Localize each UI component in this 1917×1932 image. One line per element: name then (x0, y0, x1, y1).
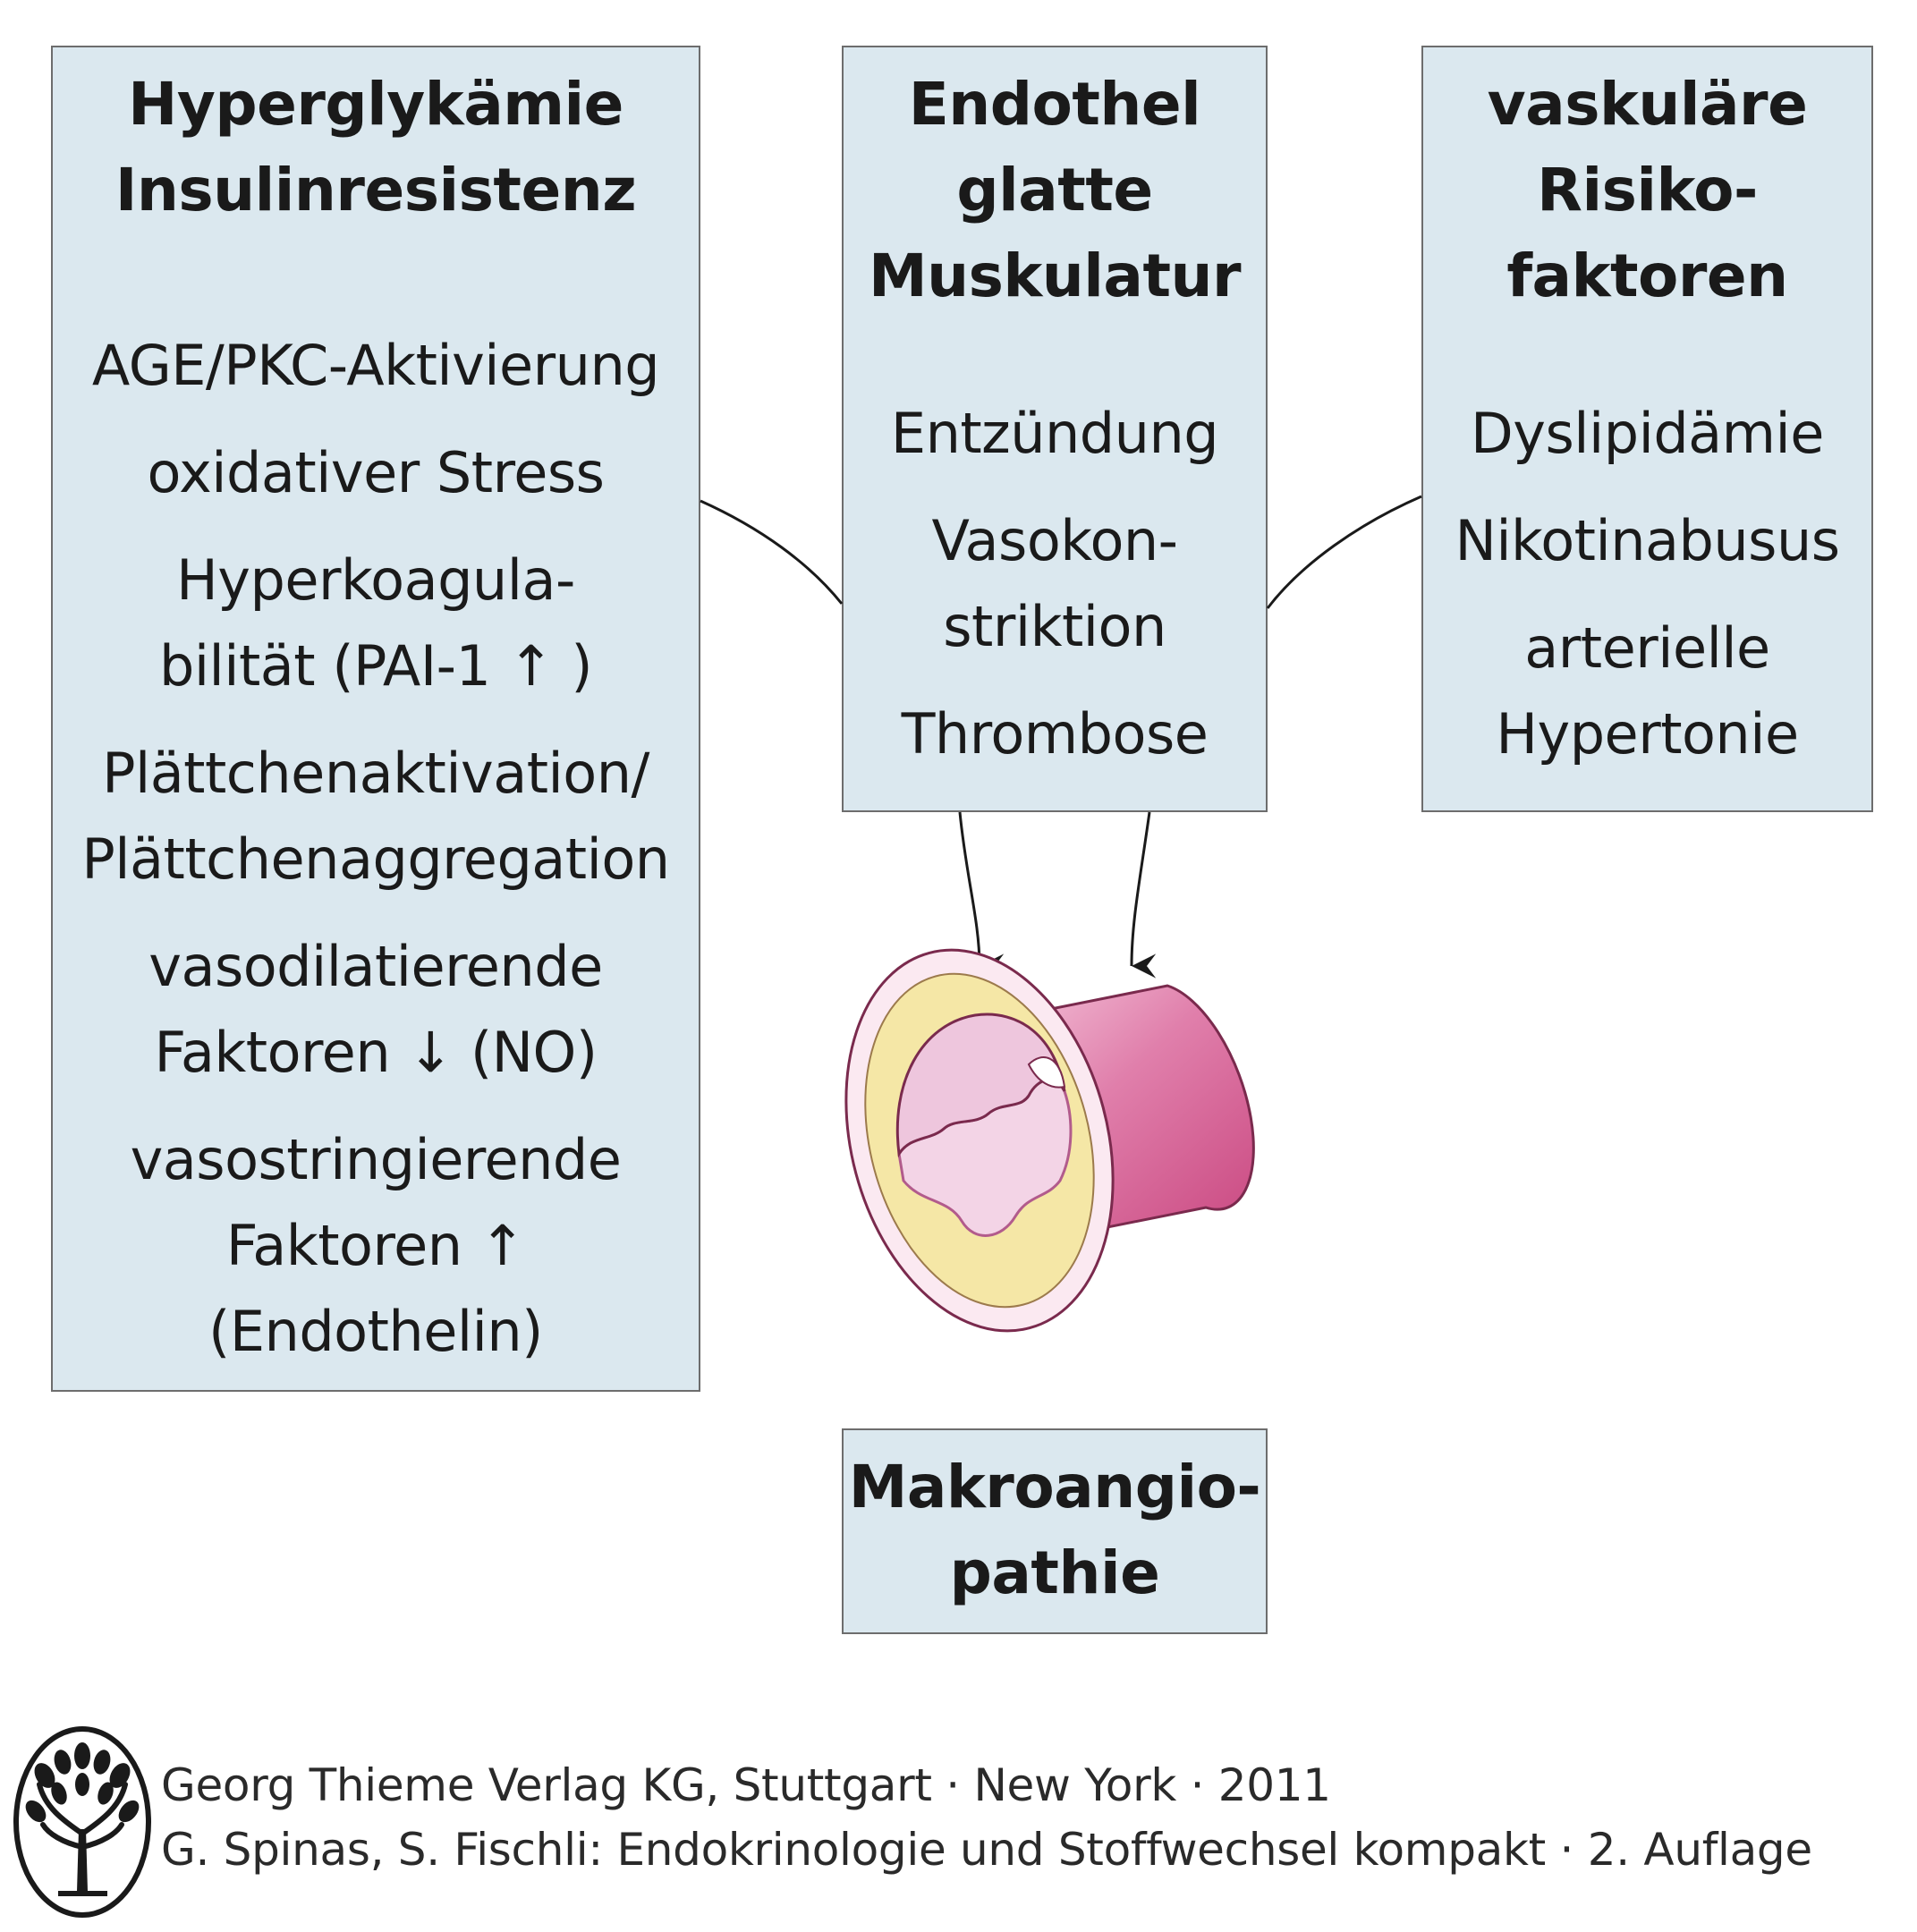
item-hypertension: arterielle Hypertonie (1423, 606, 1871, 777)
item-dyslipidemia: Dyslipidämie (1423, 391, 1871, 477)
item-inflammation: Entzündung (844, 391, 1266, 477)
title-line: Hyperglykämie (128, 70, 623, 139)
title-line: vaskuläre (1487, 70, 1808, 139)
box-middle-items: Entzündung Vasokon- striktion Thrombose (844, 391, 1266, 777)
item-thrombosis: Thrombose (844, 691, 1266, 777)
item-line: vasodilatierende (148, 934, 603, 999)
item-line: arterielle (1524, 615, 1770, 681)
item-line: Hypertonie (1496, 701, 1799, 767)
item-line: striktion (943, 594, 1166, 659)
item-line: AGE/PKC-Aktivierung (91, 333, 660, 398)
item-line: Nikotinabusus (1455, 508, 1840, 573)
artery-cross-section-icon (844, 948, 1255, 1333)
item-age-pkc: AGE/PKC-Aktivierung (53, 323, 699, 409)
item-line: oxidativer Stress (147, 440, 605, 505)
box-middle-title: Endothel glatte Muskulatur (844, 62, 1266, 319)
item-line: bilität (PAI-1 ↑ ) (158, 633, 593, 699)
box-macroangiopathy: Makroangio- pathie (842, 1428, 1268, 1634)
title-line: Insulinresistenz (115, 156, 637, 225)
box-right-items: Dyslipidämie Nikotinabusus arterielle Hy… (1423, 391, 1871, 777)
title-line: pathie (949, 1538, 1160, 1607)
title-line: glatte (956, 156, 1153, 225)
box-risk-factors: vaskuläre Risiko- faktoren Dyslipidämie … (1421, 46, 1873, 812)
publisher-line-1: Georg Thieme Verlag KG, Stuttgart · New … (161, 1759, 1331, 1811)
item-hypercoagulability: Hyperkoagula- bilität (PAI-1 ↑ ) (53, 538, 699, 709)
title-line: Risiko- (1537, 156, 1758, 225)
item-line: Plättchenaggregation (81, 826, 670, 892)
publisher-credit: Georg Thieme Verlag KG, Stuttgart · New … (161, 1753, 1812, 1882)
item-nicotine: Nikotinabusus (1423, 498, 1871, 584)
box-right-title: vaskuläre Risiko- faktoren (1423, 62, 1871, 319)
item-line: (Endothelin) (208, 1299, 543, 1364)
publisher-line-2: G. Spinas, S. Fischli: Endokrinologie un… (161, 1824, 1812, 1876)
box-hyperglycemia: Hyperglykämie Insulinresistenz AGE/PKC-A… (51, 46, 700, 1392)
item-line: Faktoren ↑ (225, 1213, 526, 1278)
title-line: faktoren (1506, 242, 1788, 310)
arrow-to-vessel-left (958, 811, 1005, 979)
item-line: Dyslipidämie (1471, 401, 1824, 466)
item-line: Faktoren ↓ (NO) (154, 1020, 598, 1085)
box-result-title: Makroangio- pathie (844, 1445, 1266, 1616)
item-platelet: Plättchenaktivation/ Plättchenaggregatio… (53, 731, 699, 902)
thieme-tree-logo (13, 1726, 151, 1918)
box-left-title: Hyperglykämie Insulinresistenz (53, 62, 699, 233)
box-left-items: AGE/PKC-Aktivierung oxidativer Stress Hy… (53, 323, 699, 1375)
item-line: Vasokon- (931, 508, 1178, 573)
connector-left-to-middle (700, 499, 844, 605)
item-line: vasostringierende (130, 1127, 622, 1192)
item-vasostringent: vasostringierende Faktoren ↑ (Endothelin… (53, 1117, 699, 1375)
item-line: Entzündung (890, 401, 1219, 466)
item-line: Thrombose (901, 701, 1209, 767)
item-vasoconstriction: Vasokon- striktion (844, 498, 1266, 670)
arrow-to-vessel-right (1130, 811, 1157, 979)
box-endothelium: Endothel glatte Muskulatur Entzündung Va… (842, 46, 1268, 812)
item-line: Hyperkoagula- (176, 547, 575, 613)
title-line: Muskulatur (868, 242, 1242, 310)
item-oxidative-stress: oxidativer Stress (53, 430, 699, 516)
title-line: Makroangio- (848, 1453, 1261, 1521)
item-line: Plättchenaktivation/ (102, 741, 649, 806)
connector-right-to-middle (1266, 495, 1422, 609)
title-line: Endothel (908, 70, 1201, 139)
item-vasodilating: vasodilatierende Faktoren ↓ (NO) (53, 924, 699, 1096)
